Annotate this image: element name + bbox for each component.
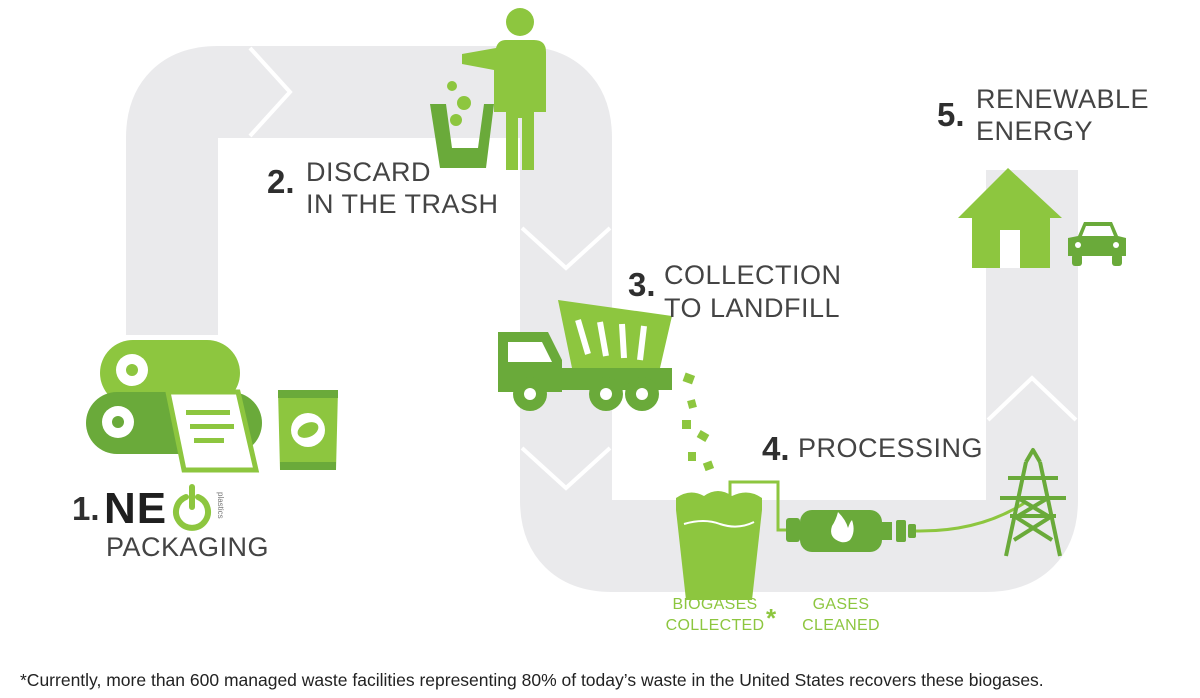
person-icon bbox=[462, 8, 546, 170]
step-2-label-line-1: DISCARD bbox=[306, 157, 432, 187]
car-icon bbox=[1068, 222, 1126, 266]
gases-label-line-1: GASES bbox=[812, 596, 870, 613]
gas-tank-icon bbox=[786, 510, 916, 552]
step-5-label-line-1: RENEWABLE bbox=[976, 84, 1150, 114]
biogases-label-line-2: COLLECTED bbox=[665, 617, 765, 634]
printer-machine-icon bbox=[86, 340, 262, 473]
biogas-container-icon bbox=[676, 491, 762, 600]
step-3-label-line-1: COLLECTION bbox=[664, 260, 842, 290]
trash-bin-icon bbox=[430, 81, 494, 168]
step-4-number: 4. bbox=[762, 430, 790, 467]
chevron-down-icon bbox=[520, 446, 612, 491]
step-1-number: 1. bbox=[72, 490, 100, 527]
step-3-number: 3. bbox=[628, 266, 656, 303]
transmission-tower-icon bbox=[1000, 448, 1066, 557]
debris-particles bbox=[682, 372, 715, 472]
step-2-number: 2. bbox=[267, 163, 295, 200]
step-4-label: PROCESSING bbox=[798, 433, 984, 463]
house-icon bbox=[958, 168, 1062, 268]
neo-logo-sub: plastics bbox=[216, 492, 225, 519]
snack-bag-icon bbox=[278, 390, 338, 470]
chevron-up-icon bbox=[986, 375, 1078, 422]
chevron-down-icon bbox=[520, 226, 612, 271]
step-5-label-line-2: ENERGY bbox=[976, 116, 1094, 146]
flow-chevrons bbox=[248, 46, 1078, 491]
step-2-label-line-2: IN THE TRASH bbox=[306, 189, 499, 219]
gas-pipe bbox=[728, 480, 794, 532]
biogases-label-line-1: BIOGASES bbox=[672, 596, 758, 613]
asterisk-mark: * bbox=[766, 603, 777, 633]
step-1-label: PACKAGING bbox=[106, 532, 270, 562]
step-5-number: 5. bbox=[937, 96, 965, 133]
flame-icon bbox=[831, 512, 854, 543]
dump-truck-icon bbox=[498, 300, 672, 411]
footnote: *Currently, more than 600 managed waste … bbox=[20, 670, 1044, 690]
step-3-label-line-2: TO LANDFILL bbox=[664, 293, 841, 323]
gases-label-line-2: CLEANED bbox=[802, 617, 880, 634]
neo-power-logo-icon bbox=[173, 484, 211, 531]
chevron-right-icon bbox=[248, 46, 293, 138]
neo-logo-text: NE bbox=[104, 484, 168, 533]
